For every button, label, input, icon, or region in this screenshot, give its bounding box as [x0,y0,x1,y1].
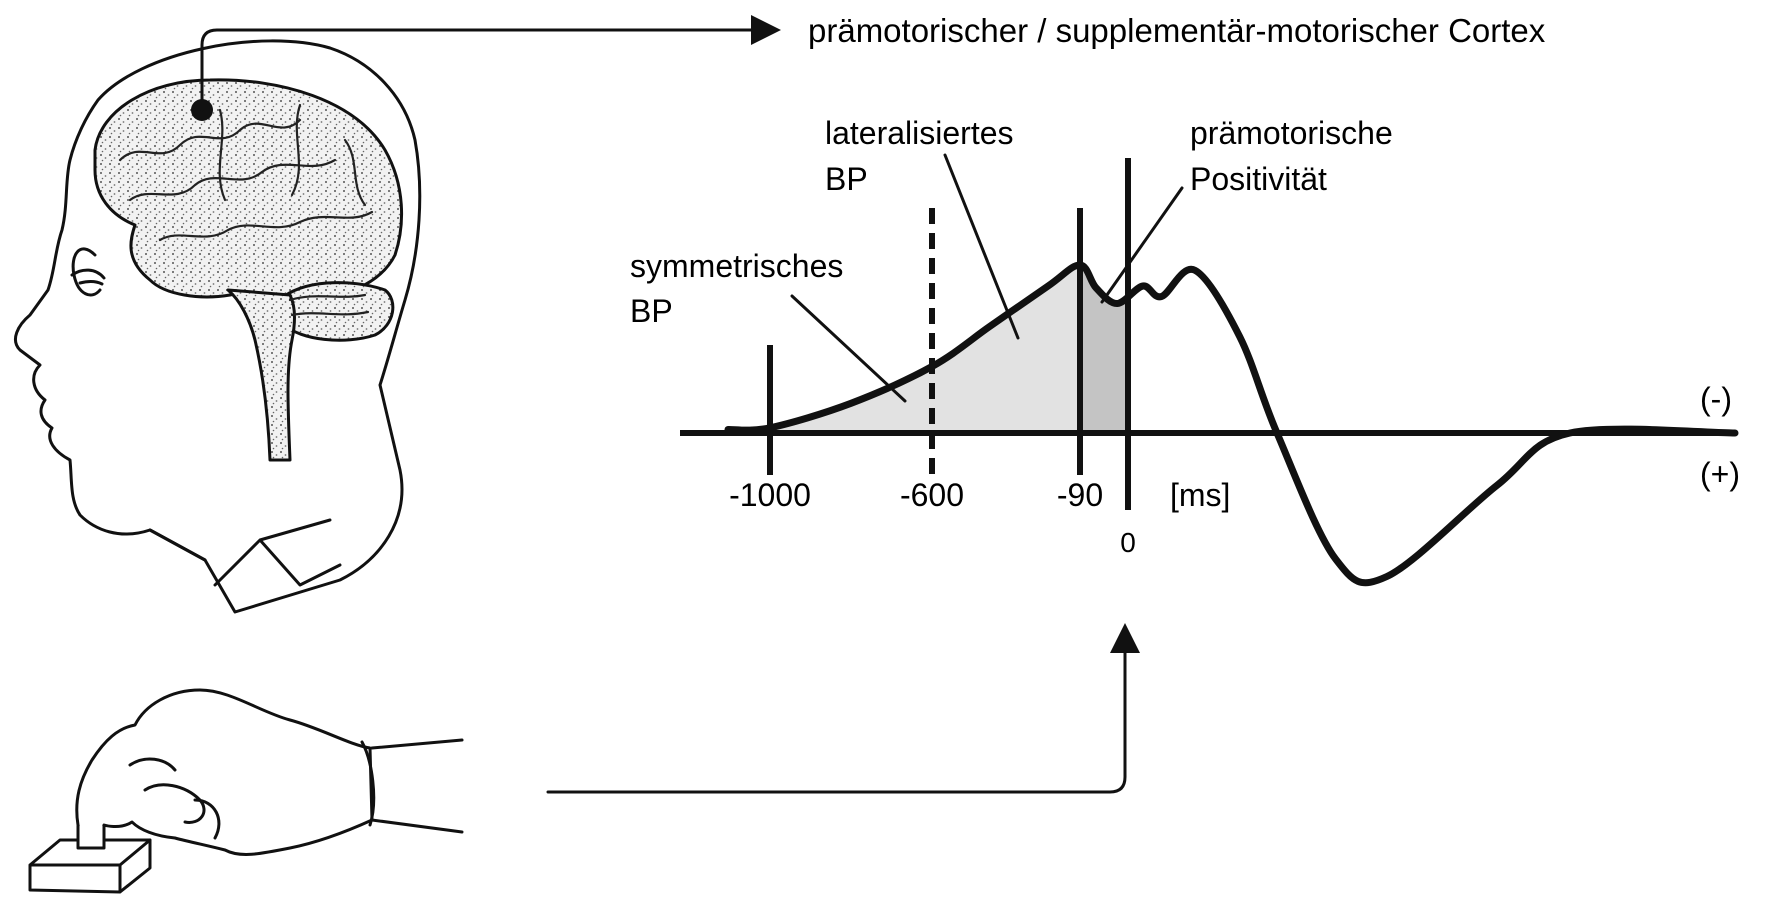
premotor-positivity-label-line1: prämotorische [1190,115,1393,151]
hand-pressing-button-illustration [28,688,464,894]
tick-label-minus90: -90 [1057,477,1103,513]
movement-arrow [546,623,1140,794]
tick-label-minus1000: -1000 [729,477,811,513]
tick-label-minus600: -600 [900,477,964,513]
symmetric-bp-label-line1: symmetrisches [630,248,843,284]
lateral-bp-label-line2: BP [825,161,868,197]
time-tick-labels: -1000 -600 -90 0 [729,477,1136,558]
cortex-arrow [200,15,781,112]
collar [148,518,342,587]
positive-polarity-label: (+) [1700,456,1740,492]
brain-gyri [118,103,374,317]
tick-label-0: 0 [1120,527,1136,558]
head-with-brain-illustration [14,39,422,614]
shaded-region-light [770,265,1080,433]
button-base [28,838,152,894]
hand-outline [75,688,374,856]
erp-chart: -1000 -600 -90 0 [680,158,1739,587]
pointer-lateral [943,153,1020,340]
eye [70,268,106,286]
brainstem [226,288,296,462]
brain-cerebellum [278,281,395,342]
sleeve-cuff [360,738,464,834]
lateral-bp-label-line1: lateralisiertes [825,115,1014,151]
cortex-label: prämotorischer / supplementär-motorische… [808,12,1546,49]
pointer-symmetric [790,294,907,403]
unit-label: [ms] [1170,477,1230,513]
time-markers [767,158,1131,510]
hand-knuckles [128,757,221,840]
negative-polarity-label: (-) [1700,381,1732,417]
symmetric-bp-label-line2: BP [630,293,673,329]
pointer-premotor [1100,186,1184,304]
shaded-region-dark [1080,265,1128,433]
premotor-positivity-label-line2: Positivität [1190,161,1327,197]
